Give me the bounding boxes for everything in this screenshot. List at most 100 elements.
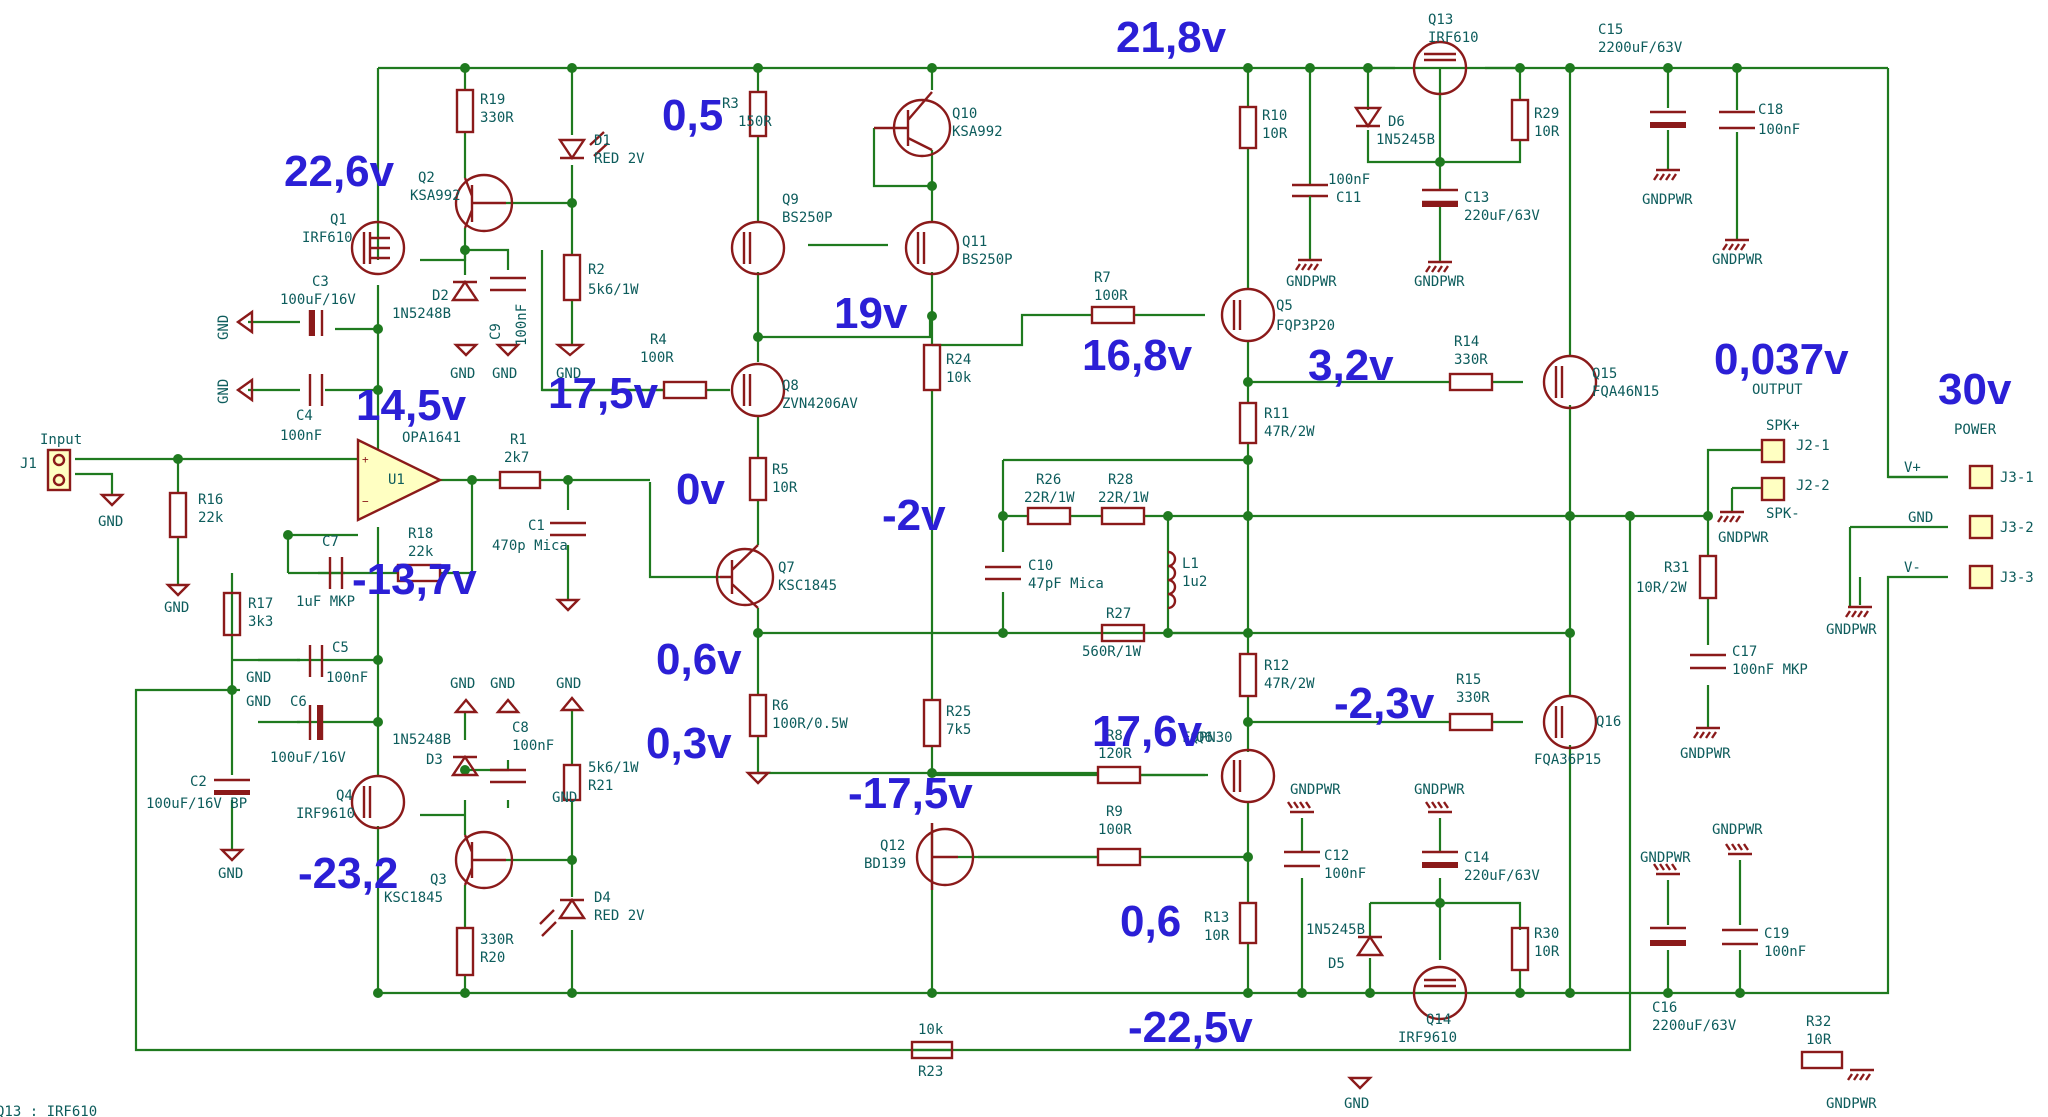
label-c15: C15	[1598, 22, 1623, 38]
label-j3-3: J3-3	[2000, 570, 2034, 586]
label-d2-value: 1N5248B	[392, 306, 451, 322]
label-q1: Q1	[330, 212, 347, 228]
label-q4: Q4	[336, 788, 353, 804]
label-c10-value: 47pF Mica	[1028, 576, 1104, 592]
voltage-r6: 0,3v	[646, 719, 732, 768]
label-q8-value: ZVN4206AV	[782, 396, 858, 412]
label-c18-value: 100nF	[1758, 122, 1800, 138]
label-c16-value: 2200uF/63V	[1652, 1018, 1737, 1034]
label-r1: R1	[510, 432, 527, 448]
resistor-r1	[498, 470, 542, 490]
label-r26: R26	[1036, 472, 1061, 488]
net-gnd-c5: GND	[246, 670, 271, 686]
connector-j2	[1760, 438, 1786, 502]
label-j3-1: J3-1	[2000, 470, 2034, 486]
capacitor-c6	[308, 705, 324, 740]
voltage-q1-drain: 22,6v	[284, 147, 395, 196]
label-d5-value: 1N5245B	[1306, 922, 1365, 938]
label-r19: R19	[480, 92, 505, 108]
net-gndpwr-c14: GNDPWR	[1414, 782, 1465, 798]
label-j3-2: J3-2	[2000, 520, 2034, 536]
label-r14: R14	[1454, 334, 1479, 350]
resistor-r30	[1510, 926, 1530, 972]
diode-d3	[450, 754, 480, 777]
mosfet-q5	[1220, 287, 1276, 343]
label-r21: R21	[588, 778, 613, 794]
capacitor-c16	[1650, 926, 1686, 946]
voltage-r3: 0,5	[662, 91, 723, 140]
resistor-r28	[1100, 506, 1146, 526]
label-q11-value: BS250P	[962, 252, 1013, 268]
resistor-r4	[662, 380, 708, 400]
label-r8-value: 120R	[1098, 746, 1132, 762]
net-gnd-c9: GND	[492, 366, 517, 382]
resistor-r12	[1238, 652, 1258, 698]
label-r13-value: 10R	[1204, 928, 1230, 944]
net-gndpwr-c12: GNDPWR	[1290, 782, 1341, 798]
label-d1: D1	[594, 133, 611, 149]
resistor-r32	[1800, 1050, 1844, 1070]
mosfet-q14	[1412, 965, 1468, 1021]
diode-d4	[539, 897, 587, 937]
label-c3: C3	[312, 274, 329, 290]
resistor-r20	[455, 926, 475, 977]
voltage-r15: -2,3v	[1334, 679, 1435, 728]
diode-d2	[450, 279, 480, 302]
mosfet-q8	[730, 362, 786, 418]
label-c11-name: C11	[1336, 190, 1361, 206]
label-r12: R12	[1264, 658, 1289, 674]
net-gnd-c8: GND	[490, 676, 515, 692]
resistor-r18	[396, 563, 442, 583]
label-q10-value: KSA992	[952, 124, 1003, 140]
label-c5: C5	[332, 640, 349, 656]
label-d4: D4	[594, 890, 611, 906]
mosfet-transistors	[350, 40, 1598, 1021]
label-r1-value: 2k7	[504, 450, 529, 466]
label-r2-value: 5k6/1W	[588, 282, 639, 298]
label-r27: R27	[1106, 606, 1131, 622]
label-q10: Q10	[952, 106, 977, 122]
label-c1: C1	[528, 518, 545, 534]
label-r10: R10	[1262, 108, 1287, 124]
label-q13-value: IRF610	[1428, 30, 1479, 46]
label-c11: 100nF	[1328, 172, 1370, 188]
label-c14: C14	[1464, 850, 1489, 866]
net-gndpwr-j3: GNDPWR	[1826, 622, 1877, 638]
resistor-r13	[1238, 901, 1258, 945]
label-r13: R13	[1204, 910, 1229, 926]
resistor-r8	[1096, 765, 1142, 785]
label-r32-value: 10R	[1806, 1032, 1832, 1048]
net-output: OUTPUT	[1752, 382, 1803, 398]
label-c19-value: 100nF	[1764, 944, 1806, 960]
label-r3: R3	[722, 96, 739, 112]
resistor-r7	[1090, 305, 1136, 325]
label-r16-value: 22k	[198, 510, 224, 526]
voltage-top-rail: 21,8v	[1116, 13, 1227, 62]
net-spk-minus: SPK-	[1766, 506, 1800, 522]
label-d4-value: RED 2V	[594, 908, 645, 924]
label-r28: R28	[1108, 472, 1133, 488]
voltage-r13: 0,6	[1120, 897, 1181, 946]
capacitor-c7	[328, 557, 344, 589]
label-r15: R15	[1456, 672, 1481, 688]
voltage-q4: -23,2	[298, 849, 398, 898]
label-r32: R32	[1806, 1014, 1831, 1030]
label-c4-value: 100nF	[280, 428, 322, 444]
label-r25: R25	[946, 704, 971, 720]
label-r3-value: 150R	[738, 114, 772, 130]
label-c12-value: 100nF	[1324, 866, 1366, 882]
capacitor-c10	[985, 565, 1021, 581]
resistor-r14	[1448, 372, 1494, 392]
label-c17: C17	[1732, 644, 1757, 660]
label-r5: R5	[772, 462, 789, 478]
svg-text:−: −	[362, 495, 369, 508]
resistor-r9	[1096, 847, 1142, 867]
label-c8: C8	[512, 720, 529, 736]
label-r29-value: 10R	[1534, 124, 1560, 140]
label-q14-value: IRF9610	[1398, 1030, 1457, 1046]
net-power: POWER	[1954, 422, 1997, 438]
resistor-r24	[922, 343, 942, 392]
label-j2-2: J2-2	[1796, 478, 1830, 494]
resistor-r16	[168, 491, 188, 539]
resistors	[168, 88, 1844, 1070]
